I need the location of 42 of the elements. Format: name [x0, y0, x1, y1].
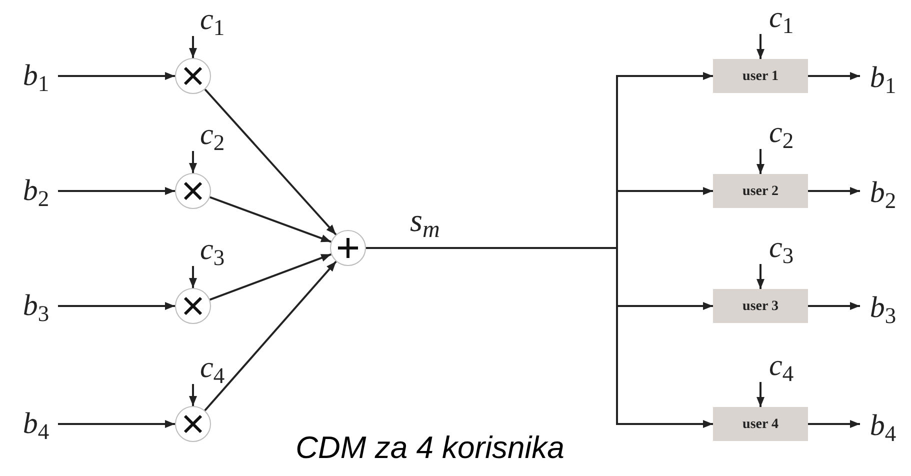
- user-block: user 4: [713, 407, 808, 441]
- signal-label: b$_{2}$: [14, 171, 58, 211]
- arrow: [189, 151, 197, 173]
- signal-label: b$_{1}$: [860, 58, 906, 98]
- arrow: [204, 88, 337, 236]
- arrow: [756, 264, 764, 289]
- signal-label: b$_{4}$: [14, 404, 58, 444]
- code-label: c$_{1}$: [755, 2, 805, 34]
- code-label: c$_{2}$: [186, 119, 236, 151]
- arrow: [58, 187, 175, 195]
- arrow: [756, 34, 764, 59]
- arrow: [756, 382, 764, 407]
- signal-label: b$_{4}$: [860, 406, 906, 446]
- signal-label: b$_{3}$: [860, 288, 906, 328]
- arrow: [189, 384, 197, 406]
- user-block: user 2: [713, 174, 808, 208]
- arrow: [808, 420, 860, 428]
- arrow: [58, 420, 175, 428]
- arrow: [58, 72, 175, 80]
- user-block: user 3: [713, 289, 808, 323]
- arrow: [808, 302, 860, 310]
- arrow: [189, 266, 197, 288]
- arrow: [210, 196, 332, 243]
- signal-label: b$_{3}$: [14, 286, 58, 326]
- signal-label: b$_{1}$: [14, 56, 58, 96]
- arrow: [204, 260, 337, 412]
- code-label: c$_{3}$: [186, 234, 236, 266]
- arrow: [58, 302, 175, 310]
- code-label: c$_{4}$: [186, 352, 236, 384]
- arrow: [808, 187, 860, 195]
- arrow: [808, 72, 860, 80]
- arrow: [210, 253, 332, 301]
- user-block: user 1: [713, 59, 808, 93]
- caption: CDM za 4 korisnika: [294, 432, 566, 463]
- signal-label: b$_{2}$: [860, 173, 906, 213]
- code-label: c$_{2}$: [755, 117, 805, 149]
- code-label: c$_{4}$: [755, 350, 805, 382]
- code-label: c$_{1}$: [186, 4, 236, 36]
- signal-label: s$_{m}$: [410, 204, 440, 236]
- code-label: c$_{3}$: [755, 232, 805, 264]
- arrow: [189, 36, 197, 58]
- arrow: [756, 149, 764, 174]
